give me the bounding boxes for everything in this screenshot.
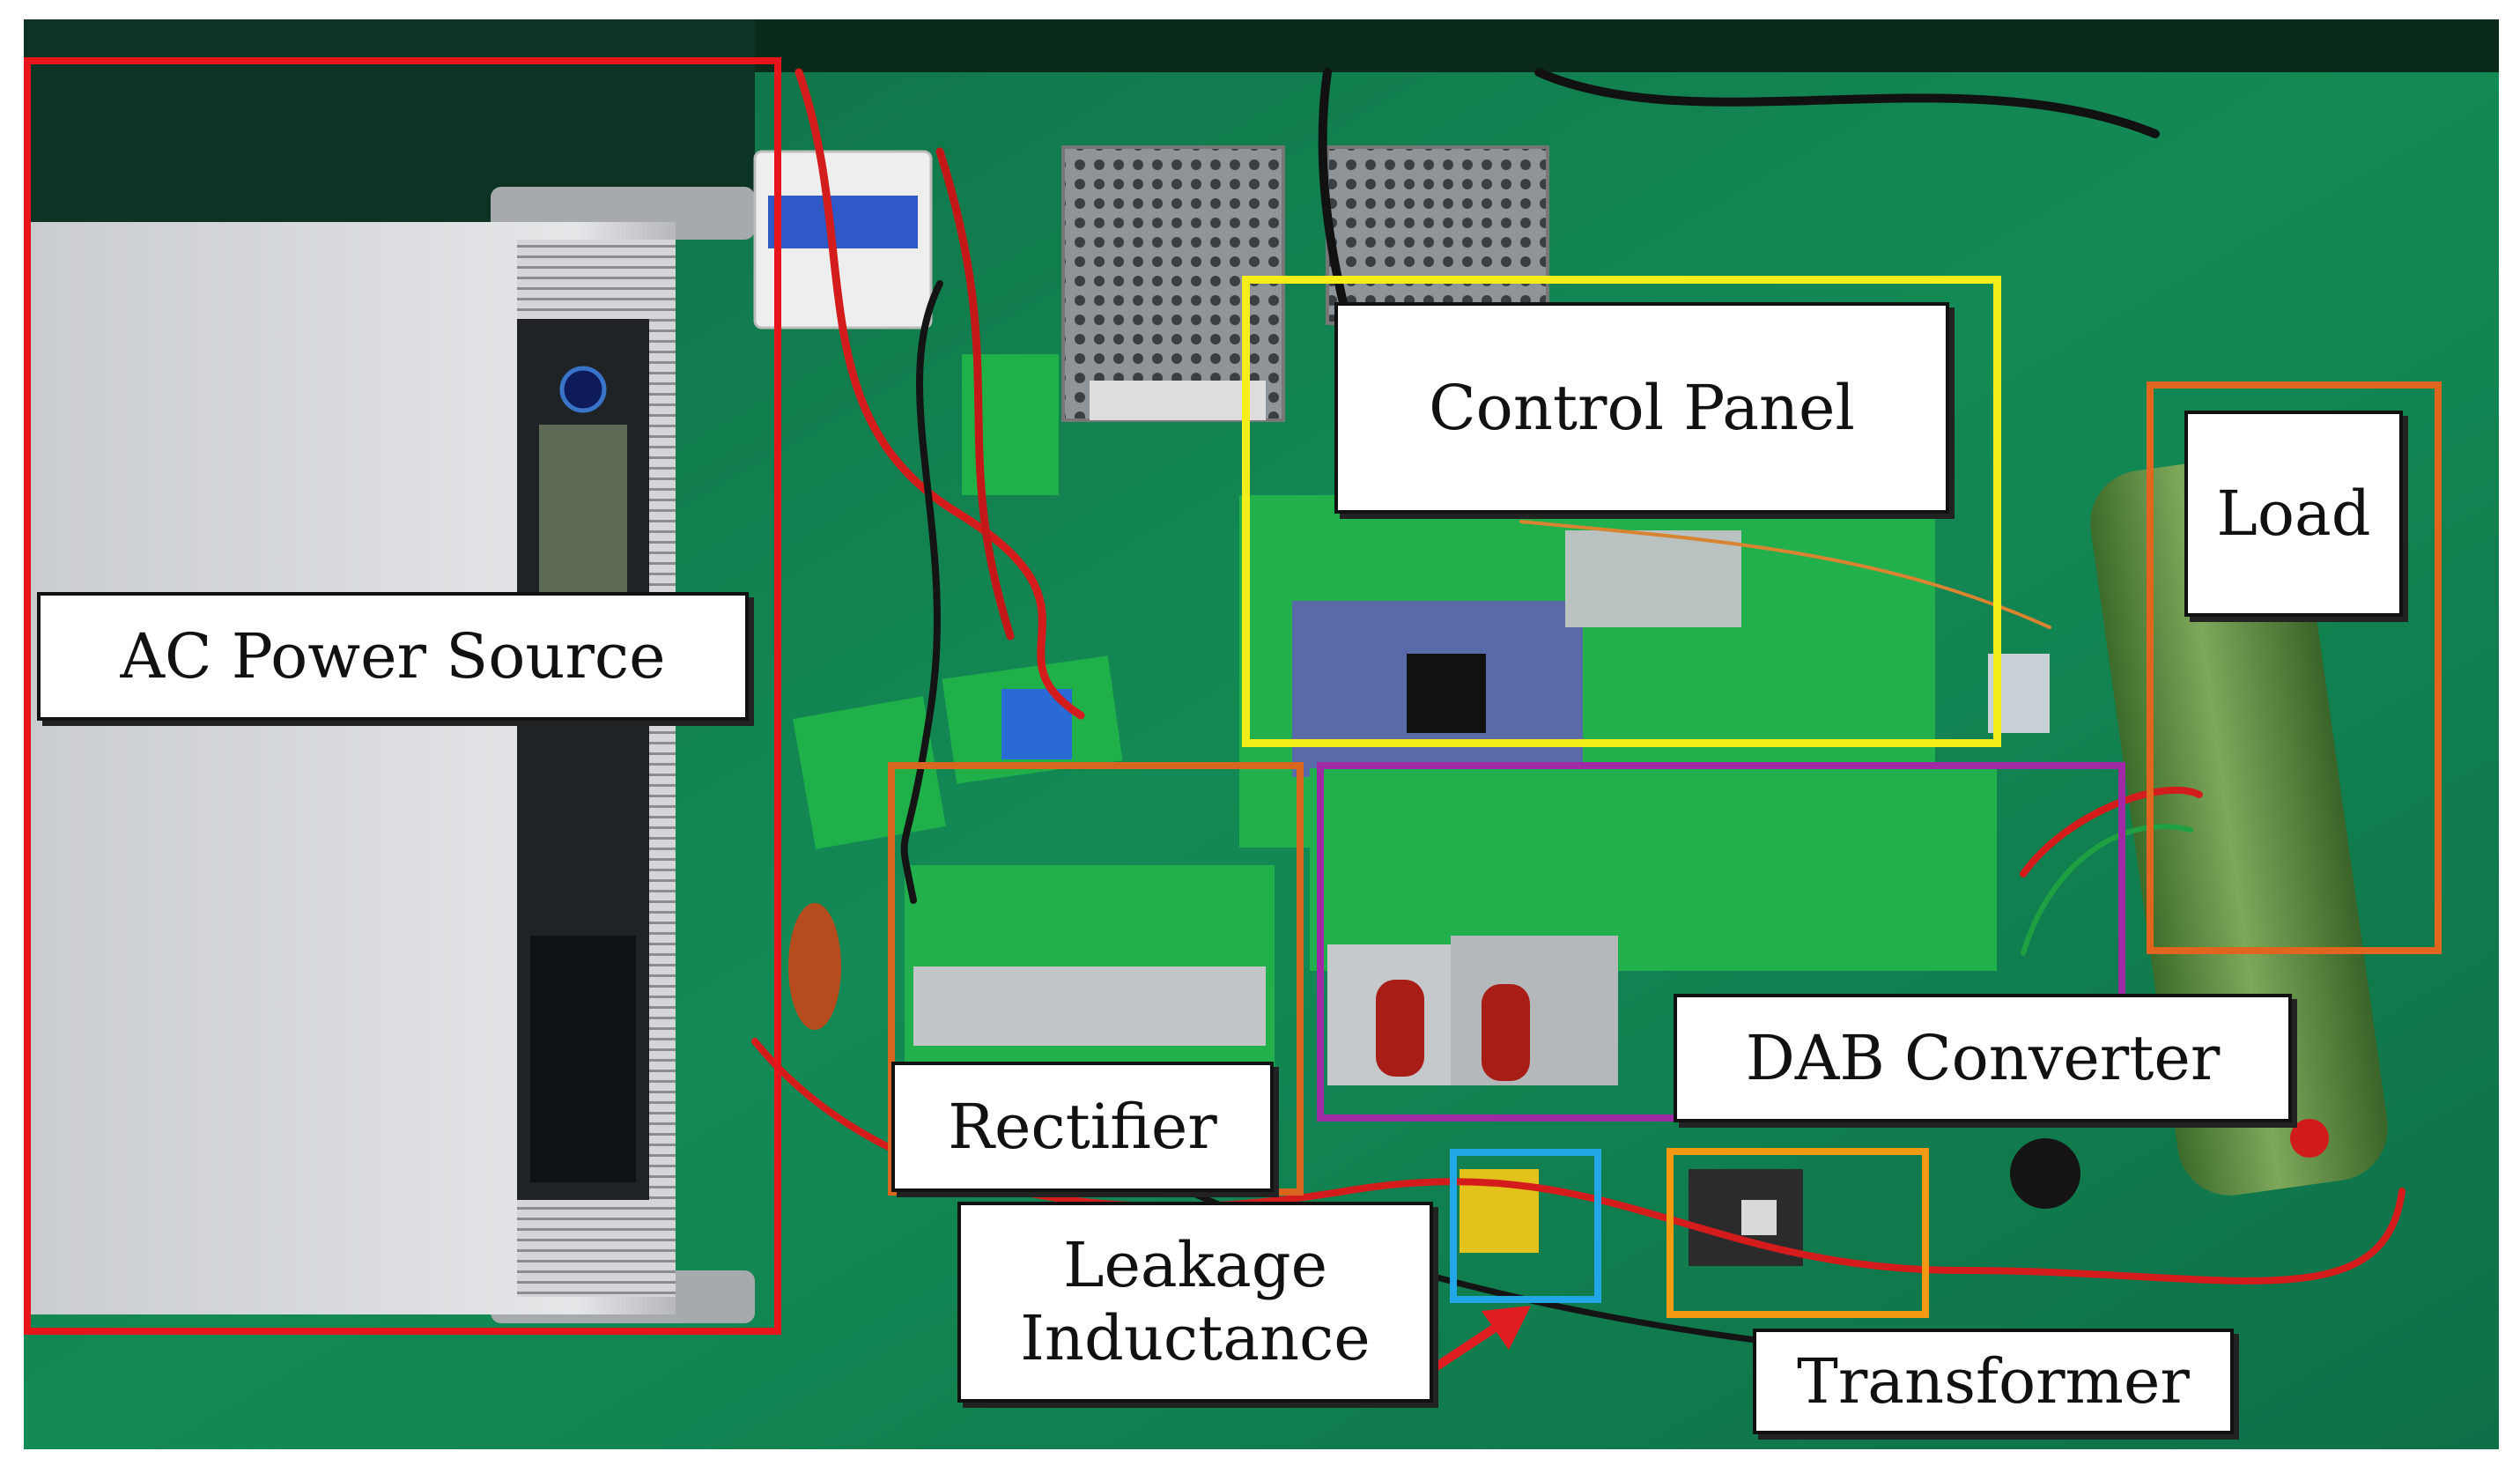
power-supply-terminals	[1090, 381, 1266, 420]
leakage-line2-text: Inductance	[1020, 1302, 1371, 1374]
load-text: Load	[2216, 477, 2371, 550]
transformer-frame	[1666, 1148, 1929, 1318]
cable-black-3	[900, 280, 943, 904]
rectifier-frame	[888, 762, 1304, 1196]
rectifier-heatsink	[913, 966, 1266, 1046]
rectifier-text: Rectifier	[948, 1090, 1217, 1163]
cable-red-1	[794, 68, 1085, 720]
ac-power-source-frame	[24, 57, 781, 1335]
control-board-chip	[1407, 654, 1486, 733]
control-panel-text: Control Panel	[1429, 371, 1855, 444]
dab-capacitor-1	[1376, 980, 1424, 1077]
cable-red-2	[935, 147, 1015, 640]
transformer-window	[1741, 1200, 1777, 1235]
leakage-inductance-frame	[1450, 1149, 1601, 1303]
load-frame	[2147, 381, 2442, 954]
cable-orange	[1519, 520, 2051, 629]
circuit-breaker-switches	[768, 196, 918, 248]
toroid-inductor	[788, 903, 841, 1030]
small-board-3	[793, 696, 946, 849]
transformer-text: Transformer	[1797, 1344, 2190, 1418]
cable-black-2	[1534, 68, 2160, 138]
experimental-setup-photo	[24, 19, 2499, 1449]
ac-power-source-text: AC Power Source	[120, 619, 666, 692]
cable-red-4	[2020, 786, 2203, 877]
ac-power-source-label: AC Power Source	[37, 592, 749, 721]
load-label: Load	[2184, 411, 2403, 617]
control-panel-label: Control Panel	[1334, 302, 1949, 514]
dab-heatsink-2	[1451, 936, 1618, 1085]
ac-source-bottom-panel	[530, 936, 636, 1182]
load-terminal	[2290, 1119, 2329, 1158]
control-board-heatsink	[1565, 530, 1741, 627]
leakage-inductance-label: Leakage Inductance	[957, 1202, 1433, 1403]
black-knob	[2010, 1138, 2080, 1209]
photo-scene	[24, 19, 2499, 1449]
control-panel-frame	[1242, 276, 2001, 747]
leakage-line1-text: Leakage	[1062, 1229, 1328, 1302]
dab-converter-label: DAB Converter	[1674, 994, 2292, 1122]
dab-converter-text: DAB Converter	[1745, 1021, 2221, 1094]
dab-board	[1310, 768, 1997, 971]
ac-source-knob	[559, 366, 607, 413]
transformer-label: Transformer	[1753, 1329, 2234, 1434]
pointer-arrow-icon	[1427, 1306, 1531, 1374]
dab-capacitor-2	[1482, 984, 1530, 1081]
rectifier-label: Rectifier	[891, 1062, 1274, 1192]
cable-green	[2021, 824, 2193, 956]
